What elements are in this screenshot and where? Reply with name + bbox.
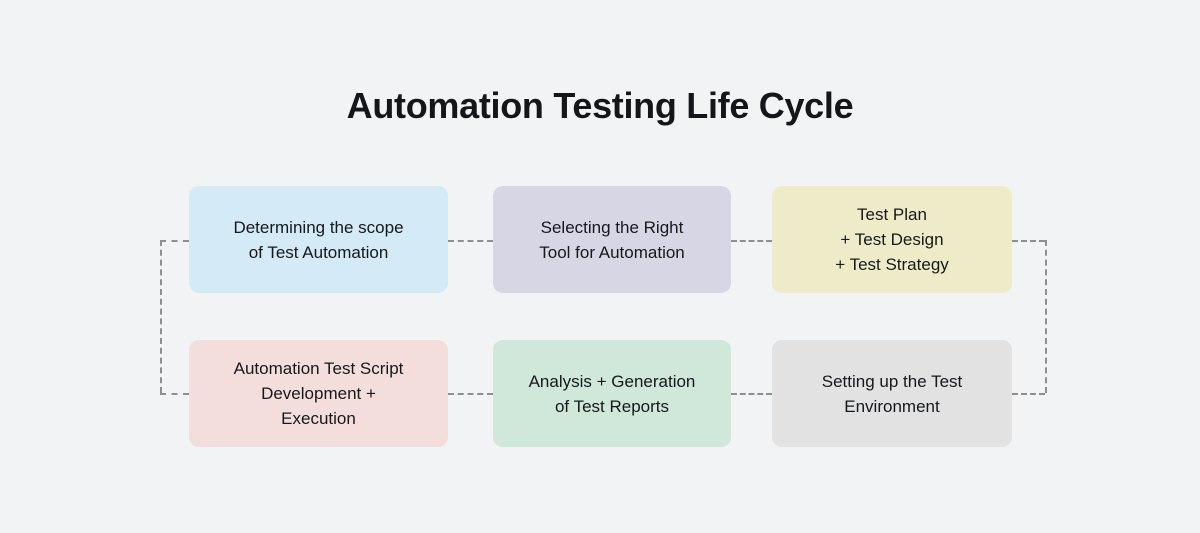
connector-tool-to-plan xyxy=(731,240,772,242)
connector-right-bracket-top xyxy=(1012,240,1045,242)
connector-right-bracket-vertical xyxy=(1045,240,1047,393)
stage-box-test-plan: Test Plan + Test Design + Test Strategy xyxy=(772,186,1012,293)
stage-label-analysis-reports: Analysis + Generation of Test Reports xyxy=(528,371,696,416)
stage-box-determining-scope: Determining the scope of Test Automation xyxy=(189,186,448,293)
stage-box-selecting-tool: Selecting the Right Tool for Automation xyxy=(493,186,731,293)
connector-left-bracket-top xyxy=(160,240,189,242)
stage-label-test-environment: Setting up the Test Environment xyxy=(821,371,963,416)
stage-label-script-development: Automation Test Script Development + Exe… xyxy=(233,359,404,428)
connector-scope-to-tool xyxy=(448,240,493,242)
stage-label-determining-scope: Determining the scope of Test Automation xyxy=(233,217,404,262)
stage-box-analysis-reports: Analysis + Generation of Test Reports xyxy=(493,340,731,447)
connector-left-bracket-bottom xyxy=(160,393,189,395)
connector-right-bracket-bottom xyxy=(1012,393,1045,395)
connector-left-bracket-vertical xyxy=(160,240,162,393)
stage-box-script-development: Automation Test Script Development + Exe… xyxy=(189,340,448,447)
page-title: Automation Testing Life Cycle xyxy=(346,85,854,126)
stage-label-test-plan: Test Plan + Test Design + Test Strategy xyxy=(835,205,949,274)
stage-label-selecting-tool: Selecting the Right Tool for Automation xyxy=(539,217,685,262)
connector-analysis-to-environment xyxy=(731,393,772,395)
stage-box-test-environment: Setting up the Test Environment xyxy=(772,340,1012,447)
connector-script-to-analysis xyxy=(448,393,493,395)
